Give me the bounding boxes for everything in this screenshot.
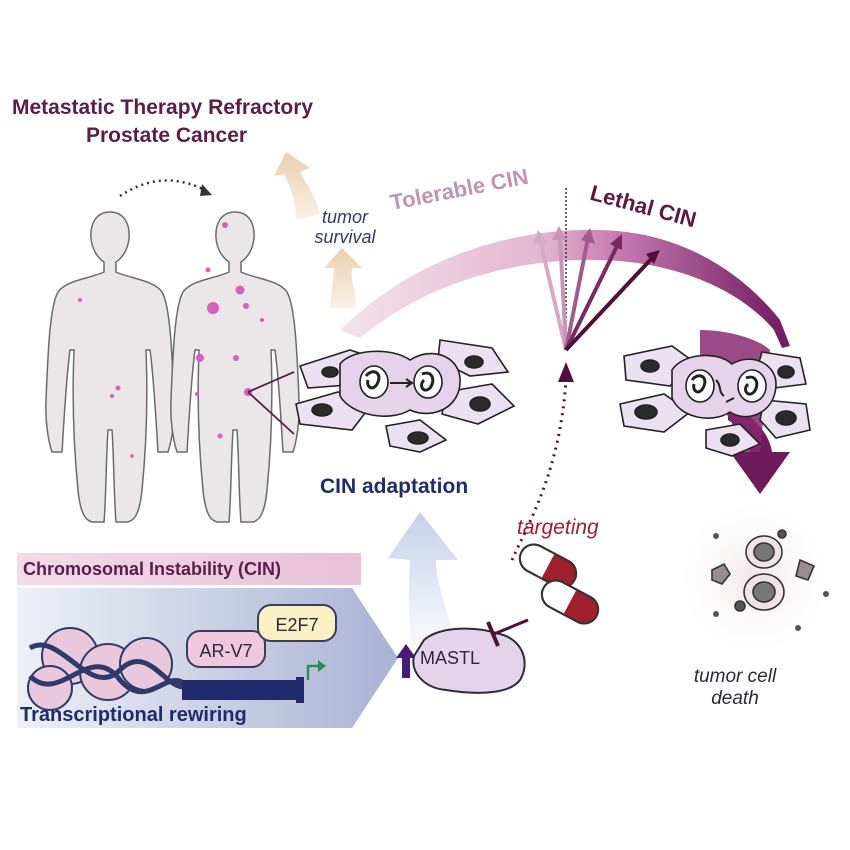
targeting-arrowhead bbox=[558, 362, 574, 382]
cell-cluster-lethal bbox=[619, 345, 811, 457]
cin-adaptation-arrow bbox=[388, 512, 458, 660]
zoom-line-bottom bbox=[247, 391, 295, 435]
upregulation-arrow bbox=[396, 644, 416, 678]
e2f7-badge: E2F7 bbox=[257, 604, 337, 642]
progression-dotted-arrow bbox=[119, 179, 209, 198]
debris-dots bbox=[713, 533, 829, 631]
cin-arc bbox=[340, 229, 790, 348]
inhibition-bar bbox=[486, 621, 500, 647]
tumor-cell-death-label: tumor cell death bbox=[693, 666, 777, 709]
gene-bar bbox=[182, 680, 304, 700]
transcription-start-arrow bbox=[306, 664, 322, 680]
dying-cells bbox=[711, 529, 816, 612]
title-line-2: Prostate Cancer bbox=[86, 124, 248, 147]
cin-arrowheads bbox=[533, 226, 660, 264]
progression-arrowhead bbox=[200, 184, 212, 196]
targeting-label: targeting bbox=[517, 516, 599, 539]
title-line-1: Metastatic Therapy Refractory bbox=[12, 96, 314, 119]
tumor-survival-arrow-upper bbox=[274, 152, 320, 220]
gene-bar-end bbox=[296, 677, 304, 703]
chromosomal-instability-banner: Chromosomal Instability (CIN) bbox=[17, 553, 361, 585]
zoom-line-top bbox=[247, 371, 295, 393]
patient-figure-left bbox=[45, 211, 175, 523]
patient-figure-right bbox=[170, 211, 300, 523]
drug-pill-top bbox=[518, 543, 578, 589]
cell-cluster-tolerable bbox=[295, 339, 516, 453]
tumor-survival-arrow-lower bbox=[324, 248, 362, 308]
targeting-dotted-arrow bbox=[510, 379, 568, 561]
chromatin-icon bbox=[27, 627, 193, 711]
inhibition-line bbox=[493, 618, 529, 636]
tumor-survival-label: tumor survival bbox=[314, 207, 376, 247]
cin-adaptation-label: CIN adaptation bbox=[320, 475, 469, 498]
transcriptional-rewiring-label: Transcriptional rewiring bbox=[20, 704, 247, 726]
transcription-start-arrowhead bbox=[318, 660, 326, 672]
drug-pill-bottom bbox=[540, 579, 600, 625]
ar-v7-badge: AR-V7 bbox=[186, 630, 266, 668]
cin-arrow-fan bbox=[538, 235, 656, 352]
mastl-label: MASTL bbox=[420, 648, 481, 668]
